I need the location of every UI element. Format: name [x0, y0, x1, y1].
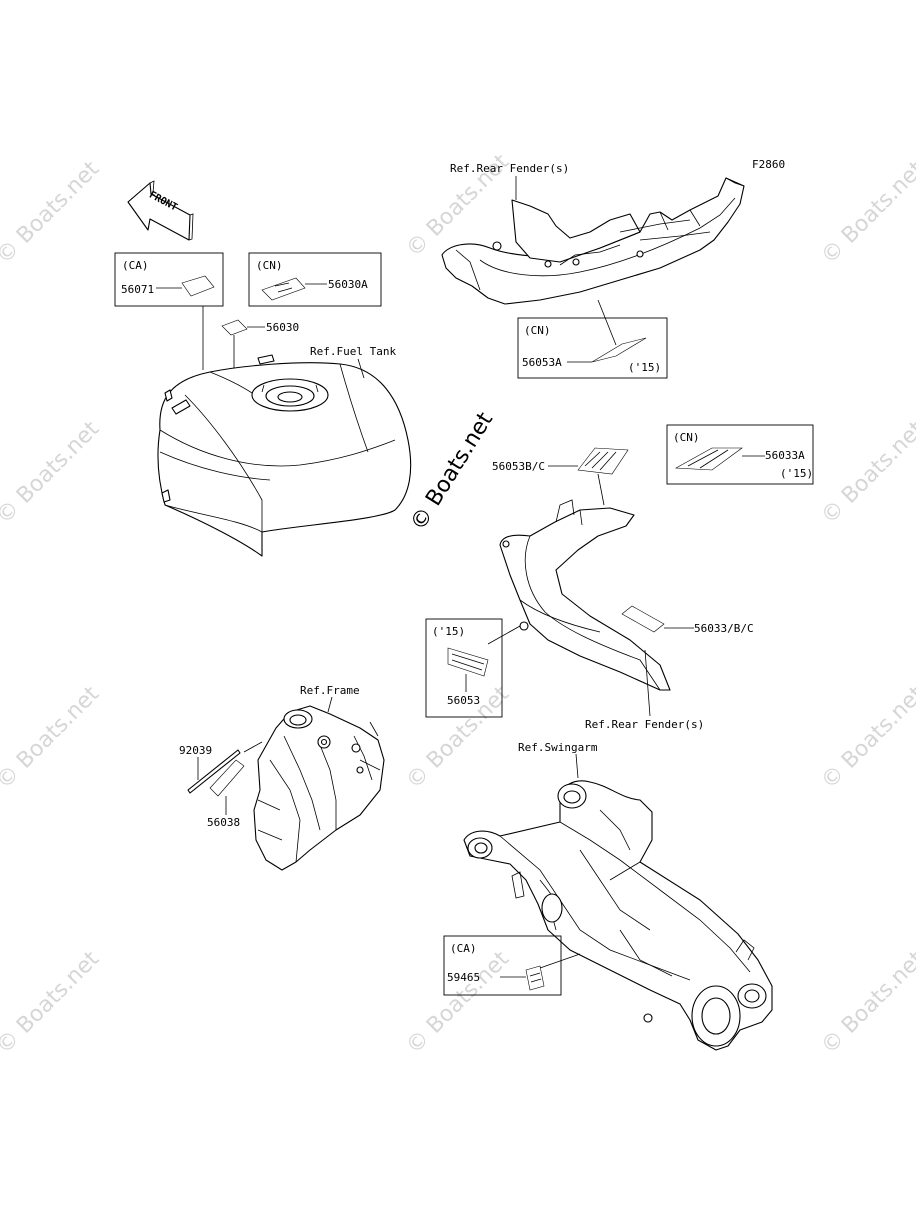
label-sticker-icon: [221, 319, 248, 336]
label-sticker-icon: [447, 647, 489, 677]
fuel-tank-drawing: [157, 354, 412, 557]
label-sticker-icon: [591, 337, 647, 363]
ref-rear-fender-bottom-label: Ref.Rear Fender(s): [585, 718, 704, 731]
box-note: ('15): [780, 467, 813, 480]
label-sticker-icon: [525, 965, 545, 991]
watermark-text: © Boats.net: [0, 416, 104, 529]
watermark-text: © Boats.net: [817, 946, 916, 1059]
ref-swingarm-label: Ref.Swingarm: [518, 741, 598, 754]
box-tag: (CA): [122, 259, 149, 272]
part-number-56053bc: 56053B/C: [492, 460, 545, 473]
ref-frame-label: Ref.Frame: [300, 684, 360, 697]
box-cn-fender: (CN) 56053A ('15): [517, 317, 668, 379]
box-tag: (CN): [256, 259, 283, 272]
box-ca-swingarm: (CA) 59465: [443, 935, 581, 996]
box-cn-tank: (CN) 56030A: [248, 252, 382, 307]
watermark-text: © Boats.net: [0, 681, 104, 794]
label-sticker-icon: [181, 275, 215, 297]
box-cn-side: (CN) 56033A ('15): [666, 424, 814, 485]
rivet-icon: [187, 749, 241, 794]
watermark-text: © Boats.net: [817, 681, 916, 794]
figure-id: F2860: [752, 158, 785, 171]
frame-drawing: [253, 705, 385, 871]
front-arrow-icon: FRONT: [127, 180, 194, 241]
box-ca-tank: (CA) 56071: [114, 252, 224, 370]
watermark-text: © Boats.net: [0, 946, 104, 1059]
box-tag: (CA): [450, 942, 477, 955]
part-number-56053a: 56053A: [522, 356, 562, 369]
part-number-92039: 92039: [179, 744, 212, 757]
watermark-text: © Boats.net: [817, 416, 916, 529]
part-number-56033bc: 56033/B/C: [694, 622, 754, 635]
box-y15-side: ('15) 56053: [425, 618, 521, 718]
swingarm-drawing: [463, 780, 773, 1051]
part-number-56071: 56071: [121, 283, 154, 296]
label-sticker-icon: [577, 447, 629, 475]
box-tag: ('15): [432, 625, 465, 638]
box-tag: (CN): [524, 324, 551, 337]
ref-rear-fender-top-label: Ref.Rear Fender(s): [450, 162, 569, 175]
box-note: ('15): [628, 361, 661, 374]
part-number-56038: 56038: [207, 816, 240, 829]
part-number-56053: 56053: [447, 694, 480, 707]
watermark-text: © Boats.net: [402, 946, 515, 1059]
label-sticker-icon: [621, 605, 665, 633]
watermark-main: © Boats.net: [406, 408, 499, 535]
part-number-56033a: 56033A: [765, 449, 805, 462]
rear-fender-top-drawing: [441, 177, 745, 305]
watermark-text: © Boats.net: [817, 156, 916, 269]
ref-fuel-tank-label: Ref.Fuel Tank: [310, 345, 396, 358]
part-number-56030: 56030: [266, 321, 299, 334]
side-cover-drawing: [499, 499, 671, 691]
box-tag: (CN): [673, 431, 700, 444]
part-56030: 56030: [221, 319, 299, 372]
watermark-text: © Boats.net: [0, 156, 104, 269]
part-number-59465: 59465: [447, 971, 480, 984]
label-sticker-icon: [674, 447, 743, 471]
part-number-56030a: 56030A: [328, 278, 368, 291]
label-sticker-icon: [209, 759, 245, 797]
label-sticker-icon: [261, 277, 306, 301]
